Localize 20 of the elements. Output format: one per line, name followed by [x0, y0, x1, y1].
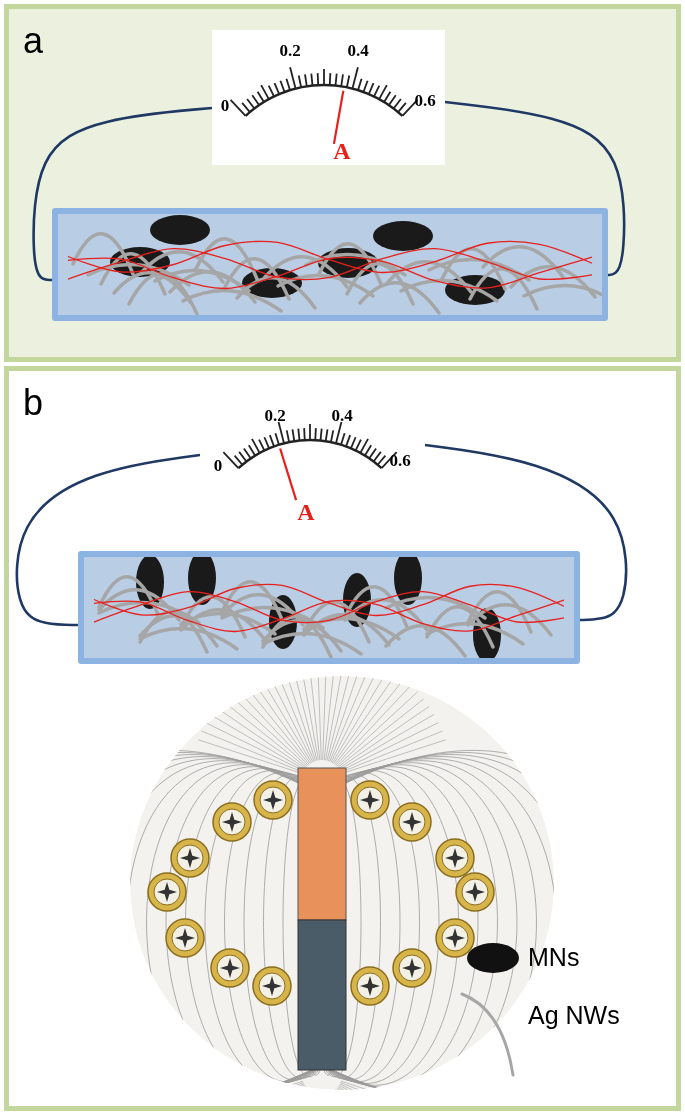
- ammeter: [212, 30, 445, 165]
- scale-label: 0.4: [347, 41, 369, 59]
- wire: [424, 443, 628, 622]
- panel: [4, 4, 681, 362]
- panel-label: a: [23, 23, 44, 59]
- legend-label: MNs: [528, 945, 580, 970]
- scale-label: 0.2: [279, 41, 301, 59]
- scale-label: 0: [220, 96, 230, 114]
- legend-label: Ag NWs: [528, 1003, 620, 1028]
- scale-label: 0.2: [264, 406, 286, 424]
- panel-label: b: [23, 385, 44, 421]
- scale-label: 0.4: [331, 406, 353, 424]
- scale-label: 0: [213, 456, 223, 474]
- wire: [444, 100, 626, 277]
- wire: [15, 453, 201, 627]
- scale-label: 0.6: [414, 91, 436, 109]
- ammeter-symbol: A: [297, 500, 315, 524]
- ammeter-symbol: A: [333, 139, 351, 163]
- scale-label: 0.6: [389, 451, 411, 469]
- film-strip: [78, 551, 580, 664]
